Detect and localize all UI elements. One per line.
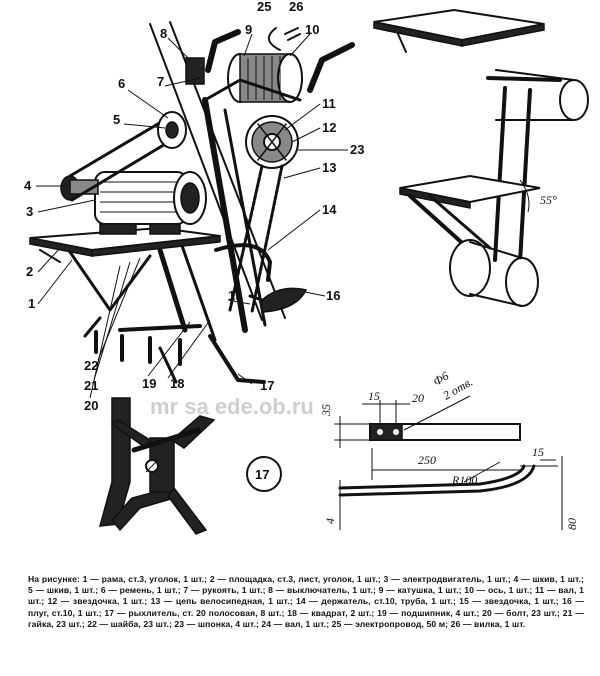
- label-9: 9: [245, 22, 252, 37]
- main-assembly: [29, 21, 355, 384]
- label-21: 21: [84, 378, 98, 393]
- label-19: 19: [142, 376, 156, 391]
- dim-35: 35: [319, 404, 333, 417]
- label-20: 20: [84, 398, 98, 413]
- figure-caption: На рисунке: 1 — рама, ст.3, уголок, 1 шт…: [28, 574, 584, 629]
- label-13: 13: [322, 160, 336, 175]
- label-26: 26: [289, 0, 303, 14]
- dim-4: 4: [323, 518, 337, 524]
- dim-80: 80: [565, 518, 579, 530]
- folded-view: 55°: [373, 8, 589, 307]
- label-1: 1: [28, 296, 35, 311]
- label-2: 2: [26, 264, 33, 279]
- part-numbers: 25 26 8 9 10 7 6 5 11 12 23 13 14 4 3 2 …: [24, 0, 364, 413]
- label-22: 22: [84, 358, 98, 373]
- leader-lines: [36, 33, 348, 399]
- label-4: 4: [24, 178, 32, 193]
- angle-label: 55°: [540, 193, 557, 207]
- dim-250: 250: [418, 453, 436, 467]
- dim-hole-diameter: Ф6: [431, 369, 452, 389]
- label-15: 15: [228, 288, 242, 303]
- label-16: 16: [326, 288, 340, 303]
- label-7: 7: [157, 74, 164, 89]
- electric-motor: [94, 171, 207, 235]
- dim-radius: R100: [451, 473, 477, 487]
- label-6: 6: [118, 76, 125, 91]
- sprocket: [245, 115, 299, 169]
- dim-15-bottom: 15: [532, 445, 544, 459]
- label-18: 18: [170, 376, 184, 391]
- label-11: 11: [322, 96, 336, 111]
- tiller-blade: [98, 397, 216, 535]
- label-10: 10: [305, 22, 319, 37]
- label-25: 25: [257, 0, 271, 14]
- label-8: 8: [160, 26, 167, 41]
- label-14: 14: [322, 202, 337, 217]
- label-17: 17: [260, 378, 274, 393]
- label-3: 3: [26, 204, 33, 219]
- dim-15-top: 15: [368, 389, 380, 403]
- dim-20: 20: [412, 391, 424, 405]
- label-12: 12: [322, 120, 336, 135]
- circled-label-17: 17: [255, 467, 269, 482]
- cultivator-diagram: 25 26 8 9 10 7 6 5 11 12 23 13 14 4 3 2 …: [24, 0, 589, 535]
- label-5: 5: [113, 112, 120, 127]
- dimension-drawing: 35 15 20 Ф6 2 отв. 250 R100 15 4 80: [319, 369, 579, 530]
- cable-reel: [227, 53, 303, 103]
- label-23: 23: [350, 142, 364, 157]
- watermark: mr sa ede.ob.ru: [150, 394, 314, 419]
